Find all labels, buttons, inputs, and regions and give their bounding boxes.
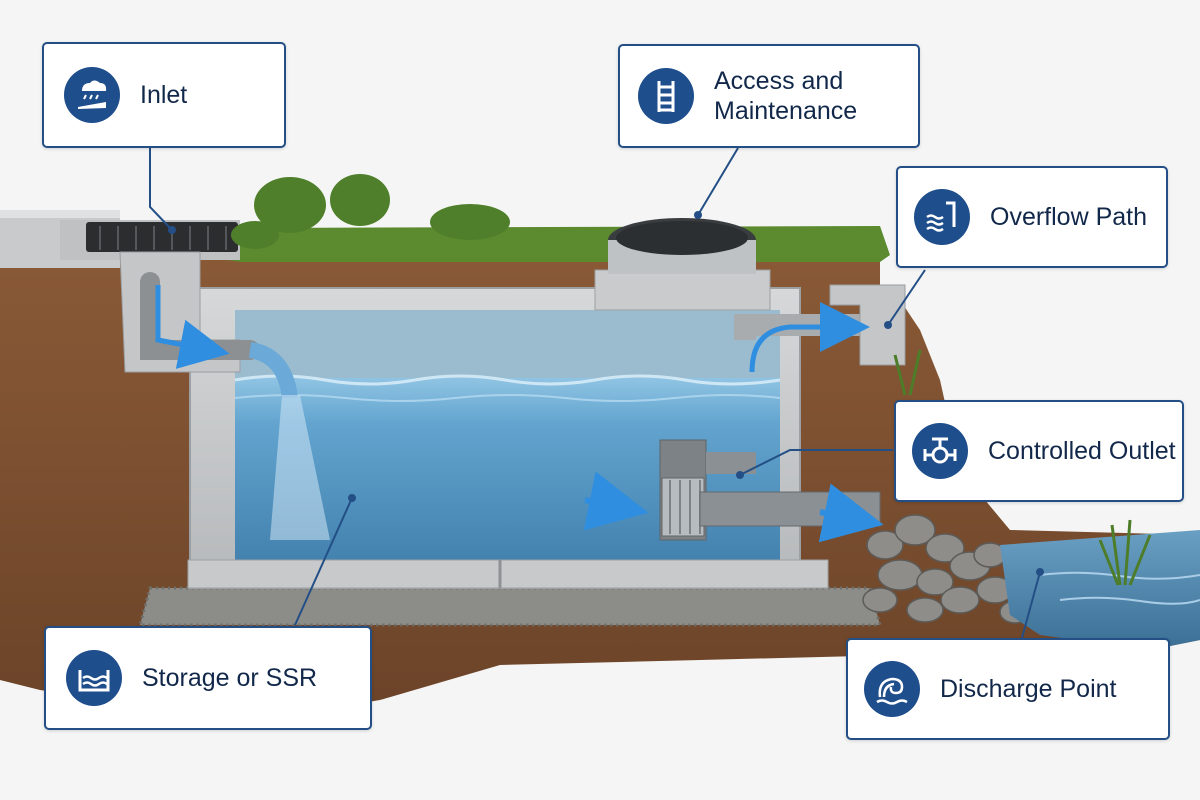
inlet-flow-arrow xyxy=(155,285,230,369)
overflow-flow-arrow xyxy=(749,302,870,373)
access-maintenance-callout: Access and Maintenance xyxy=(618,44,920,148)
reeds xyxy=(893,349,1152,586)
storage-tank-icon xyxy=(66,650,122,706)
gravel-bed xyxy=(140,588,880,625)
inlet-grate xyxy=(86,222,238,252)
outlet-flow-arrow-out xyxy=(818,483,884,543)
tank-floor-slab xyxy=(187,559,829,589)
rip-rap-rocks xyxy=(862,514,1031,624)
receiving-water xyxy=(1000,530,1200,650)
discharge-point-label: Discharge Point xyxy=(940,675,1117,703)
rain-inlet-icon xyxy=(64,67,120,123)
grass-surface xyxy=(200,226,890,262)
storage-callout: Storage or SSR xyxy=(44,626,372,730)
falling-water xyxy=(270,395,330,540)
valve-icon xyxy=(912,423,968,479)
ladder-icon xyxy=(638,68,694,124)
discharge-point-callout: Discharge Point xyxy=(846,638,1170,740)
access-maintenance-label: Access and Maintenance xyxy=(714,66,857,126)
access-shaft xyxy=(594,269,771,311)
leader-lines xyxy=(149,146,1041,639)
discharge-wave-icon xyxy=(864,661,920,717)
overflow-path-callout: Overflow Path xyxy=(896,166,1168,268)
inlet-callout: Inlet xyxy=(42,42,286,148)
controlled-outlet-callout: Controlled Outlet xyxy=(894,400,1184,502)
access-label-line1: Access and xyxy=(714,67,844,95)
inlet-label: Inlet xyxy=(140,81,188,109)
overflow-icon xyxy=(914,189,970,245)
outlet-flow-arrow-in xyxy=(583,471,649,531)
access-label-line2: Maintenance xyxy=(714,97,858,125)
shrubs xyxy=(231,174,510,249)
controlled-outlet-label: Controlled Outlet xyxy=(988,437,1176,465)
storage-label: Storage or SSR xyxy=(142,664,318,692)
overflow-path-label: Overflow Path xyxy=(990,203,1148,231)
